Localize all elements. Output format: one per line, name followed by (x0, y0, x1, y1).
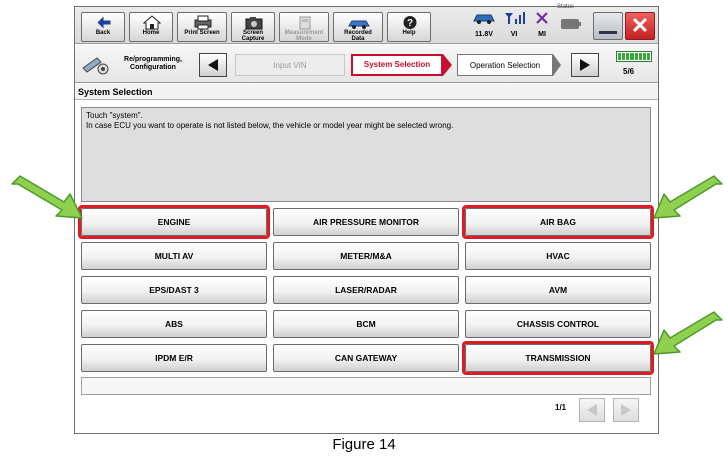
system-button-can-gateway[interactable]: CAN GATEWAY (273, 344, 459, 372)
step-arrow-tip (553, 54, 561, 76)
help-button[interactable]: ? Help (387, 12, 431, 42)
back-label: Back (95, 30, 111, 36)
step-input-vin: Input VIN (235, 54, 345, 76)
system-button-meter-m-a[interactable]: METER/M&A (273, 242, 459, 270)
battery-voltage-status: 11.8V (469, 11, 499, 38)
svg-text:?: ? (407, 18, 413, 29)
system-button-chassis-control[interactable]: CHASSIS CONTROL (465, 310, 651, 338)
system-button-air-pressure-monitor[interactable]: AIR PRESSURE MONITOR (273, 208, 459, 236)
vi-status: VI (501, 11, 527, 38)
green-arrow-engine (11, 175, 83, 219)
camera-icon (245, 17, 263, 30)
system-button-bcm[interactable]: BCM (273, 310, 459, 338)
recorded-data-button[interactable]: Recorded Data (333, 12, 383, 42)
back-arrow-icon (97, 16, 111, 29)
green-arrow-transmission (653, 311, 723, 355)
help-icon: ? (403, 16, 417, 29)
previous-step-button[interactable] (199, 53, 227, 77)
disconnected-x-icon (536, 12, 548, 24)
system-button-engine[interactable]: ENGINE (81, 208, 267, 236)
back-button[interactable]: Back (81, 12, 125, 42)
signal-icon (505, 12, 525, 24)
system-button-air-bag[interactable]: AIR BAG (465, 208, 651, 236)
home-button[interactable]: Home (129, 12, 173, 42)
print-screen-label: Print Screen (184, 30, 220, 36)
system-button-eps-dast-3[interactable]: EPS/DAST 3 (81, 276, 267, 304)
help-label: Help (402, 30, 416, 36)
instruction-message: Touch "system". In case ECU you want to … (81, 107, 651, 202)
voltage-value: 11.8V (475, 31, 493, 38)
app-window: Back Home Print Screen Screen Capture (74, 4, 659, 434)
print-screen-button[interactable]: Print Screen (177, 12, 227, 42)
next-step-button[interactable] (571, 53, 599, 77)
mi-status: MI (531, 11, 553, 38)
minimize-icon (599, 31, 617, 34)
vi-label: VI (510, 31, 518, 38)
system-button-avm[interactable]: AVM (465, 276, 651, 304)
reprogramming-label: Re/programming, Configuration (124, 56, 182, 71)
system-button-hvac[interactable]: HVAC (465, 242, 651, 270)
system-button-abs[interactable]: ABS (81, 310, 267, 338)
triangle-left-icon (208, 59, 218, 71)
system-button-laser-radar[interactable]: LASER/RADAR (273, 276, 459, 304)
step-counter: 5/6 (623, 67, 635, 76)
car-data-icon (348, 20, 370, 29)
triangle-right-icon (621, 404, 631, 416)
recorded-data-label: Recorded Data (344, 30, 372, 42)
car-icon (473, 14, 495, 24)
step-system-selection: System Selection (351, 54, 443, 76)
reprogramming-icon (82, 57, 109, 75)
battery-icon (561, 19, 581, 29)
green-arrow-air-bag (653, 175, 723, 219)
system-button-ipdm-e-r[interactable]: IPDM E/R (81, 344, 267, 372)
meter-icon (299, 16, 311, 30)
measurement-mode-button[interactable]: Measurement Mode (279, 12, 329, 42)
close-icon: ✕ (630, 13, 650, 38)
figure-caption: Figure 14 (332, 436, 396, 453)
triangle-left-icon (587, 404, 597, 416)
screen-capture-label: Screen Capture (241, 30, 265, 42)
screen-title: System Selection (75, 84, 658, 100)
system-button-transmission[interactable]: TRANSMISSION (465, 344, 651, 372)
home-label: Home (142, 30, 160, 36)
message-line-1: Touch "system". (86, 111, 143, 120)
status-caption: Status (557, 4, 575, 10)
minimize-button[interactable] (593, 12, 623, 40)
system-button-multi-av[interactable]: MULTI AV (81, 242, 267, 270)
page-next-button[interactable] (613, 398, 639, 422)
empty-row (81, 377, 651, 395)
page-indicator: 1/1 (555, 403, 567, 412)
step-operation-selection: Operation Selection (457, 54, 553, 76)
step-arrow-tip (443, 54, 452, 76)
toolbar: Back Home Print Screen Screen Capture (75, 4, 658, 44)
triangle-right-icon (580, 59, 590, 71)
close-button[interactable]: ✕ (625, 12, 655, 40)
navigation-row: Re/programming, Configuration Input VIN … (75, 45, 658, 83)
page-previous-button[interactable] (579, 398, 605, 422)
progress-meter (616, 51, 652, 62)
message-line-2: In case ECU you want to operate is not l… (86, 121, 454, 130)
mi-label: MI (538, 31, 546, 38)
home-icon (142, 15, 162, 30)
printer-icon (194, 15, 212, 30)
screen-capture-button[interactable]: Screen Capture (231, 12, 275, 42)
measurement-mode-label: Measurement Mode (284, 30, 324, 42)
